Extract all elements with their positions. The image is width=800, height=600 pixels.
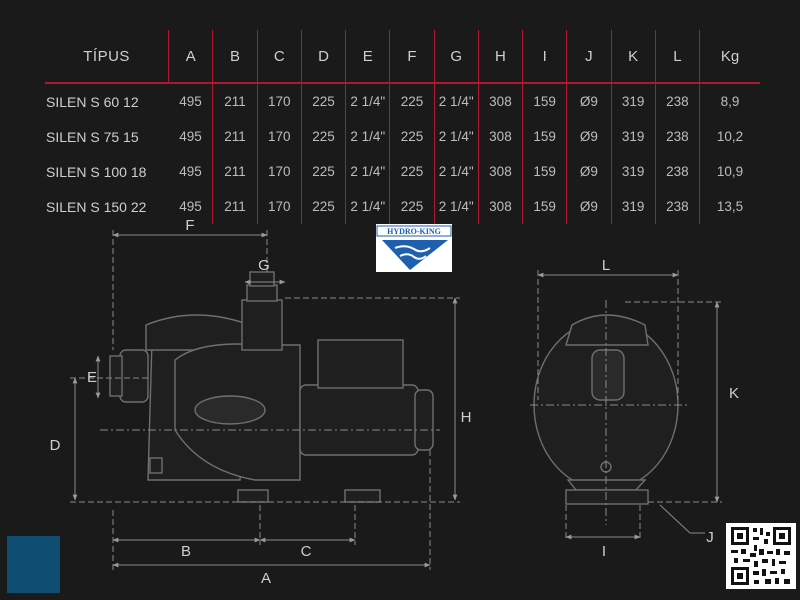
cell-e: 2 1/4" — [345, 83, 391, 119]
header-c: C — [257, 30, 302, 84]
header-k: K — [611, 30, 656, 84]
cell-h: 308 — [478, 154, 524, 189]
header-a: A — [168, 30, 214, 84]
cell-f: 225 — [389, 154, 435, 189]
header-l: L — [655, 30, 701, 84]
cell-h: 308 — [478, 83, 524, 119]
spec-table: TÍPUS A B C D E F G H I J K L Kg SILEN S… — [45, 30, 760, 224]
header-b: B — [212, 30, 258, 84]
dim-label-c: C — [301, 543, 312, 560]
cell-model: SILEN S 100 18 — [46, 163, 147, 180]
cell-kg: 10,2 — [716, 129, 744, 144]
cell-l: 238 — [655, 189, 701, 224]
cell-i: 159 — [522, 154, 568, 189]
cell-f: 225 — [389, 119, 435, 154]
hydro-king-logo: HYDRO-KING — [376, 224, 452, 272]
cell-kg: 13,5 — [716, 199, 744, 214]
header-j: J — [566, 30, 612, 84]
cell-h: 308 — [478, 119, 524, 154]
table-row: SILEN S 150 22 495 211 170 225 2 1/4" 22… — [45, 189, 760, 224]
cell-i: 159 — [522, 83, 568, 119]
cell-model: SILEN S 75 15 — [46, 128, 139, 145]
table-row: SILEN S 60 12 495 211 170 225 2 1/4" 225… — [45, 83, 760, 119]
cell-j: Ø9 — [566, 83, 612, 119]
header-kg: Kg — [699, 30, 760, 84]
cell-f: 225 — [389, 83, 435, 119]
cell-b: 211 — [212, 83, 258, 119]
cell-e: 2 1/4" — [345, 119, 391, 154]
header-g: G — [434, 30, 479, 84]
header-i: I — [522, 30, 568, 84]
header-h: H — [478, 30, 524, 84]
cell-g: 2 1/4" — [434, 154, 479, 189]
cell-a: 495 — [168, 83, 214, 119]
cell-g: 2 1/4" — [434, 119, 479, 154]
cell-b: 211 — [212, 189, 258, 224]
header-d: D — [301, 30, 347, 84]
qr-code — [726, 523, 796, 589]
cell-e: 2 1/4" — [345, 189, 391, 224]
dim-label-d: D — [50, 437, 61, 454]
cell-g: 2 1/4" — [434, 83, 479, 119]
dim-label-b: B — [181, 543, 191, 560]
cell-a: 495 — [168, 154, 214, 189]
cell-h: 308 — [478, 189, 524, 224]
table-header-row: TÍPUS A B C D E F G H I J K L Kg — [45, 30, 760, 84]
cell-j: Ø9 — [566, 189, 612, 224]
dim-label-i: I — [602, 543, 606, 560]
cell-model: SILEN S 60 12 — [46, 93, 139, 110]
cell-c: 170 — [257, 154, 302, 189]
cell-i: 159 — [522, 189, 568, 224]
dim-label-g: G — [258, 257, 270, 274]
cell-f: 225 — [389, 189, 435, 224]
blue-corner-tab — [7, 536, 60, 593]
dim-label-a: A — [261, 570, 271, 587]
qr-code-graphic — [731, 527, 791, 585]
dim-label-e: E — [87, 369, 97, 386]
header-tipus: TÍPUS — [45, 30, 170, 84]
dim-label-h: H — [461, 409, 472, 426]
dim-label-l: L — [602, 257, 610, 274]
dimension-lines — [70, 230, 722, 570]
cell-i: 159 — [522, 119, 568, 154]
cell-model: SILEN S 150 22 — [46, 198, 147, 215]
header-f: F — [389, 30, 435, 84]
cell-d: 225 — [301, 83, 347, 119]
cell-k: 319 — [611, 83, 656, 119]
cell-l: 238 — [655, 154, 701, 189]
table-row: SILEN S 100 18 495 211 170 225 2 1/4" 22… — [45, 154, 760, 189]
dim-label-f: F — [185, 217, 194, 234]
cell-j: Ø9 — [566, 154, 612, 189]
cell-d: 225 — [301, 119, 347, 154]
cell-g: 2 1/4" — [434, 189, 479, 224]
cell-c: 170 — [257, 83, 302, 119]
cell-c: 170 — [257, 119, 302, 154]
cell-kg: 8,9 — [720, 94, 740, 109]
cell-k: 319 — [611, 189, 656, 224]
dim-label-k: K — [729, 385, 739, 402]
table-row: SILEN S 75 15 495 211 170 225 2 1/4" 225… — [45, 119, 760, 154]
cell-a: 495 — [168, 189, 214, 224]
cell-l: 238 — [655, 83, 701, 119]
cell-k: 319 — [611, 119, 656, 154]
cell-kg: 10,9 — [716, 164, 744, 179]
logo-text: HYDRO-KING — [387, 227, 441, 236]
header-e: E — [345, 30, 391, 84]
cell-e: 2 1/4" — [345, 154, 391, 189]
cell-b: 211 — [212, 154, 258, 189]
cell-a: 495 — [168, 119, 214, 154]
cell-c: 170 — [257, 189, 302, 224]
dim-label-j: J — [706, 529, 714, 546]
cell-k: 319 — [611, 154, 656, 189]
cell-b: 211 — [212, 119, 258, 154]
cell-d: 225 — [301, 154, 347, 189]
side-view — [109, 271, 434, 503]
cell-j: Ø9 — [566, 119, 612, 154]
cell-l: 238 — [655, 119, 701, 154]
cell-d: 225 — [301, 189, 347, 224]
